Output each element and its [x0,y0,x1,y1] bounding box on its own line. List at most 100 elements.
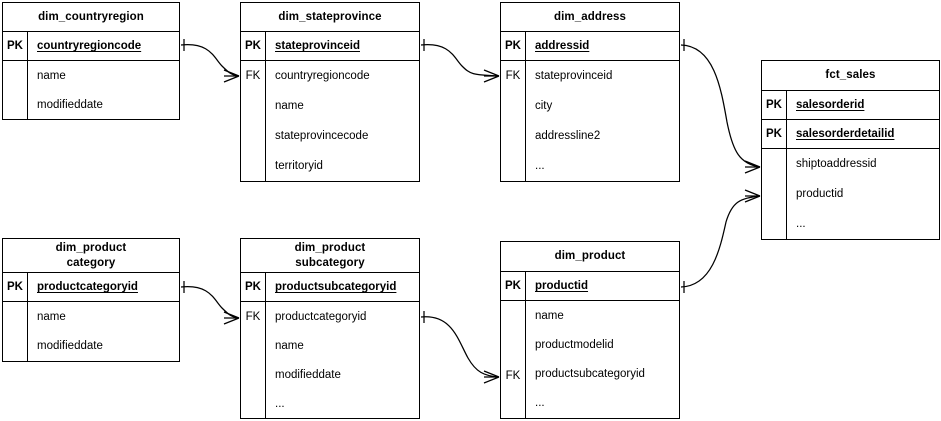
key-field-name: productcategoryid [37,281,138,293]
entity-title: dim_address [501,3,679,33]
attribute-item: ... [796,218,806,230]
key-badge-pk: PK [501,272,526,300]
attribute-item: name [37,310,66,323]
entity-title-line: dim_product [294,241,366,254]
entity-key-row: PK stateprovinceid [241,32,419,61]
relationship-productsubcategory-product [420,311,500,384]
attribute-list: name modifieddate [28,61,179,119]
key-field-name: countryregioncode [37,40,142,53]
attribute-list: countryregioncode name stateprovincecode… [266,61,419,181]
entity-dim-productcategory[interactable]: dim_product category PK productcategoryi… [2,238,180,362]
key-field-name: addressid [535,40,590,53]
attribute-item: productmodelid [535,338,614,351]
relationship-stateprovince-address [420,39,500,83]
attribute-list: name modifieddate [28,302,179,361]
key-badge-fk: FK [505,370,521,382]
entity-title-line: dim_stateprovince [278,10,382,23]
entity-attributes-block: name modifieddate [3,302,179,361]
attribute-item: city [535,100,553,112]
key-badge-fk: FK [245,311,261,323]
entity-title: dim_product subcategory [241,239,419,273]
attribute-item: ... [275,397,285,410]
key-badge-pk: PK [241,273,266,301]
entity-attributes-block: name modifieddate [3,61,179,119]
entity-dim-stateprovince[interactable]: dim_stateprovince PK stateprovinceid FK … [240,2,420,182]
attribute-item: name [275,339,304,352]
entity-attributes-block: FK name productmodelid productsubcategor… [501,301,679,418]
attribute-key-column: FK [501,61,526,181]
attribute-item: addressline2 [535,130,601,142]
attribute-item: territoryid [275,160,323,172]
attribute-key-column: FK [241,61,266,181]
key-badge-pk: PK [241,32,266,60]
attribute-list: shiptoaddressid productid ... [787,149,939,239]
entity-title-line: fct_sales [825,69,876,81]
entity-dim-productsubcategory[interactable]: dim_product subcategory PK productsubcat… [240,238,420,419]
relationship-countryregion-stateprovince [180,39,240,83]
entity-attributes-block: shiptoaddressid productid ... [762,149,939,239]
relationship-address-fctsales [680,39,761,174]
key-field-name: stateprovinceid [275,40,360,53]
entity-key-row: PK addressid [501,32,679,61]
entity-title: dim_product category [3,239,179,273]
entity-title-line: dim_countryregion [38,10,144,23]
key-badge-pk: PK [762,91,787,119]
attribute-list: name productmodelid productsubcategoryid… [526,301,679,418]
attribute-item: stateprovinceid [535,70,613,82]
attribute-key-column [3,302,28,361]
entity-attributes-block: FK stateprovinceid city addressline2 ... [501,61,679,181]
attribute-item: stateprovincecode [275,130,369,142]
entity-title-line: dim_product [55,241,127,254]
entity-title: dim_product [501,242,679,272]
entity-attributes-block: FK countryregioncode name stateprovincec… [241,61,419,181]
entity-title: dim_stateprovince [241,3,419,33]
key-badge-pk: PK [501,32,526,60]
attribute-item: modifieddate [275,368,341,381]
entity-title: dim_countryregion [3,3,179,33]
attribute-item: name [37,69,66,82]
attribute-item: name [275,100,304,112]
attribute-item: countryregioncode [275,70,370,82]
key-badge-pk: PK [3,32,28,60]
entity-title-line: category [66,256,116,269]
entity-attributes-block: FK productcategoryid name modifieddate .… [241,302,419,418]
entity-fct-sales[interactable]: fct_sales PK salesorderid PK salesorderd… [761,60,940,240]
entity-dim-product[interactable]: dim_product PK productid FK name product… [500,241,680,419]
attribute-item: modifieddate [37,339,103,352]
key-field-name: salesorderid [796,99,865,111]
entity-key-row: PK salesorderid [762,91,939,120]
attribute-key-column [762,149,787,239]
entity-title-line: dim_product [554,250,626,262]
relationship-productcategory-productsubcategory [180,281,240,325]
attribute-item: ... [535,160,545,172]
entity-title-line: subcategory [295,256,365,269]
attribute-key-column: FK [501,301,526,418]
attribute-item: modifieddate [37,98,103,111]
relationship-product-fctsales [680,189,761,293]
attribute-key-column [3,61,28,119]
entity-dim-address[interactable]: dim_address PK addressid FK stateprovinc… [500,2,680,182]
entity-key-row: PK productsubcategoryid [241,273,419,302]
key-badge-pk: PK [762,120,787,148]
attribute-list: productcategoryid name modifieddate ... [266,302,419,418]
attribute-item: name [535,309,564,322]
attribute-item: productcategoryid [275,310,367,323]
attribute-key-column: FK [241,302,266,418]
key-field-name: productid [535,280,589,292]
key-badge-fk: FK [245,70,261,82]
entity-key-row: PK productid [501,272,679,301]
key-field-name: productsubcategoryid [275,281,397,293]
attribute-list: stateprovinceid city addressline2 ... [526,61,679,181]
key-field-name: salesorderdetailid [796,128,895,140]
attribute-item: productid [796,188,844,200]
entity-key-row: PK countryregioncode [3,32,179,61]
entity-title-line: dim_address [553,10,627,23]
attribute-item: productsubcategoryid [535,367,645,380]
attribute-item: ... [535,396,545,409]
entity-dim-countryregion[interactable]: dim_countryregion PK countryregioncode n… [2,2,180,120]
key-badge-pk: PK [3,273,28,301]
entity-title: fct_sales [762,61,939,91]
key-badge-fk: FK [505,70,521,82]
entity-key-row: PK salesorderdetailid [762,120,939,149]
